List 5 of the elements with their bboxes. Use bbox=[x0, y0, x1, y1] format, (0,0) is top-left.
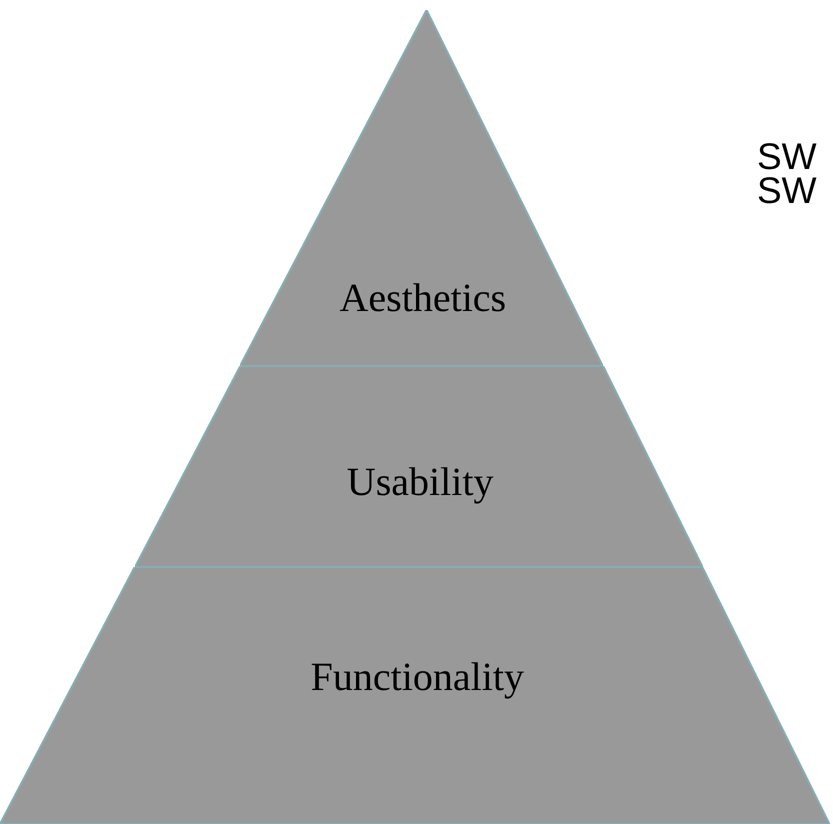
layer-label: Functionality bbox=[310, 657, 524, 697]
layer-label: Aesthetics bbox=[340, 278, 506, 318]
layer-label: Usability bbox=[346, 462, 494, 502]
side-text: SW bbox=[757, 138, 817, 175]
side-text: SW bbox=[757, 172, 817, 209]
